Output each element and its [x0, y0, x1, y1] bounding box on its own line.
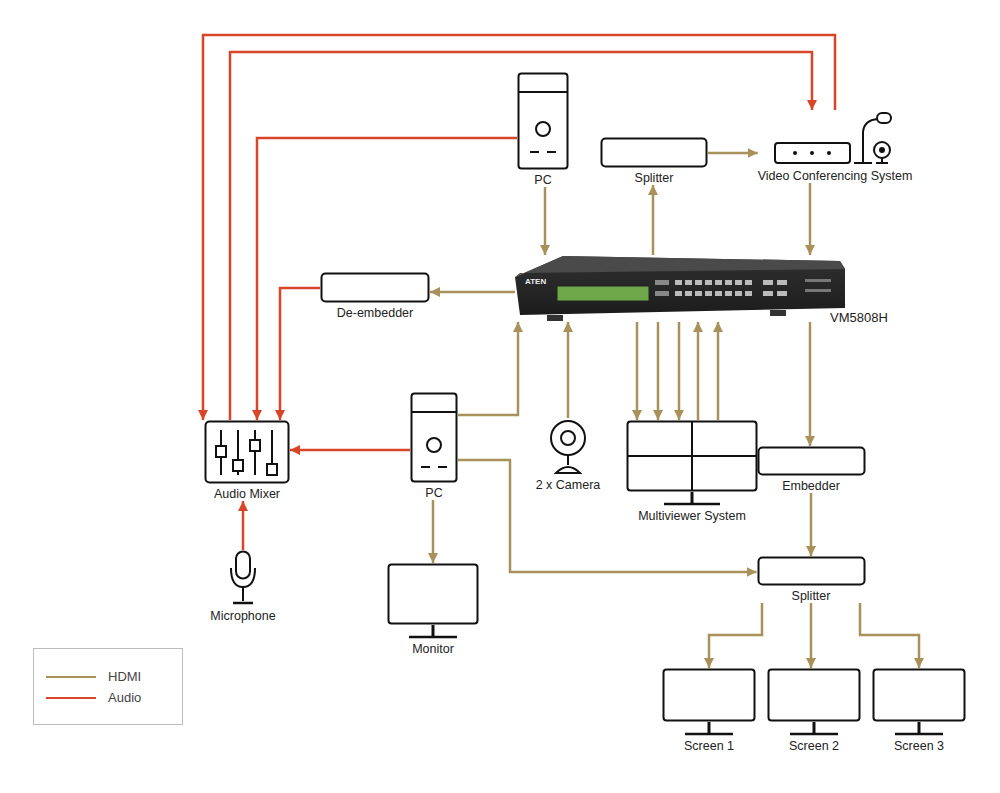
device-node: Splitter [600, 137, 708, 185]
embedder-box [757, 446, 866, 476]
screen-icon [872, 668, 966, 736]
matrix-switch [515, 255, 845, 322]
hdmi-connector [697, 322, 700, 420]
device-node: Multiviewer System [626, 420, 758, 523]
legend-box: HDMI Audio [33, 648, 183, 725]
node-label: PC [425, 486, 442, 500]
hdmi-connector [709, 603, 762, 668]
splitter-box [600, 137, 708, 168]
device-node: Embedder [757, 446, 866, 493]
device-node: VM5808HATEN [515, 255, 845, 322]
device-node: Screen 3 [872, 668, 966, 753]
microphone-icon [227, 550, 259, 606]
legend-line-sample [46, 697, 96, 699]
device-node: Screen 2 [767, 668, 861, 753]
legend-text: HDMI [108, 669, 141, 684]
audio-connector [280, 288, 320, 420]
device-node: Screen 1 [662, 668, 756, 753]
legend-row: Audio [46, 690, 141, 705]
device-node: De-embedder [320, 272, 430, 320]
hdmi-connector [678, 322, 681, 420]
hdmi-connector [708, 152, 758, 155]
device-node: Microphone [210, 550, 275, 623]
monitor-icon [387, 563, 479, 639]
audio-connector [257, 138, 517, 420]
screen-icon [767, 668, 861, 736]
hdmi-connector [567, 322, 570, 418]
node-label: VM5808H [830, 311, 888, 325]
de-embedder-box [320, 272, 430, 303]
hdmi-connector [810, 603, 813, 668]
node-label: Splitter [635, 171, 674, 185]
audio-mixer-icon [204, 420, 290, 484]
video-conferencing-icon [770, 110, 900, 166]
device-node: Monitor [387, 563, 479, 656]
hdmi-connector [652, 185, 655, 255]
legend-row: HDMI [46, 669, 141, 684]
hdmi-connector [809, 322, 812, 446]
node-label: Audio Mixer [214, 487, 280, 501]
hdmi-connector [458, 322, 518, 415]
device-node: Splitter [757, 556, 866, 603]
node-label: Multiviewer System [638, 509, 746, 523]
legend-text: Audio [108, 690, 141, 705]
node-label: Video Conferencing System [758, 169, 913, 183]
hdmi-connector [809, 183, 812, 255]
node-label: 2 x Camera [536, 478, 601, 492]
pc-icon [517, 72, 569, 170]
hdmi-connector [430, 291, 515, 294]
pc-icon [410, 392, 458, 483]
hdmi-connector [717, 322, 720, 420]
device-node: Audio Mixer [204, 420, 290, 501]
audio-connector [230, 52, 812, 420]
camera-icon [546, 418, 590, 475]
audio-connector [203, 35, 835, 420]
node-label: Monitor [412, 642, 454, 656]
node-label: Splitter [792, 589, 831, 603]
device-node: PC [410, 392, 458, 500]
screen-icon [662, 668, 756, 736]
node-label: Microphone [210, 609, 275, 623]
hdmi-connector [432, 500, 435, 563]
legend-line-sample [46, 676, 96, 678]
multiviewer-icon [626, 420, 758, 506]
splitter-box [757, 556, 866, 586]
node-label: Screen 2 [789, 739, 839, 753]
hdmi-connector [860, 603, 919, 668]
hdmi-connector [657, 322, 660, 420]
node-label: Embedder [782, 479, 840, 493]
device-node: PC [517, 72, 569, 187]
node-label: Screen 1 [684, 739, 734, 753]
node-label: De-embedder [337, 306, 413, 320]
audio-connector [290, 449, 410, 452]
brand-logo: ATEN [525, 277, 546, 286]
node-label: PC [534, 173, 551, 187]
hdmi-connector [810, 493, 813, 556]
node-label: Screen 3 [894, 739, 944, 753]
audio-connector [242, 501, 245, 550]
device-node: Video Conferencing System [758, 110, 913, 183]
device-node: 2 x Camera [536, 418, 601, 492]
hdmi-connector [636, 322, 639, 420]
hdmi-connector [544, 187, 547, 255]
